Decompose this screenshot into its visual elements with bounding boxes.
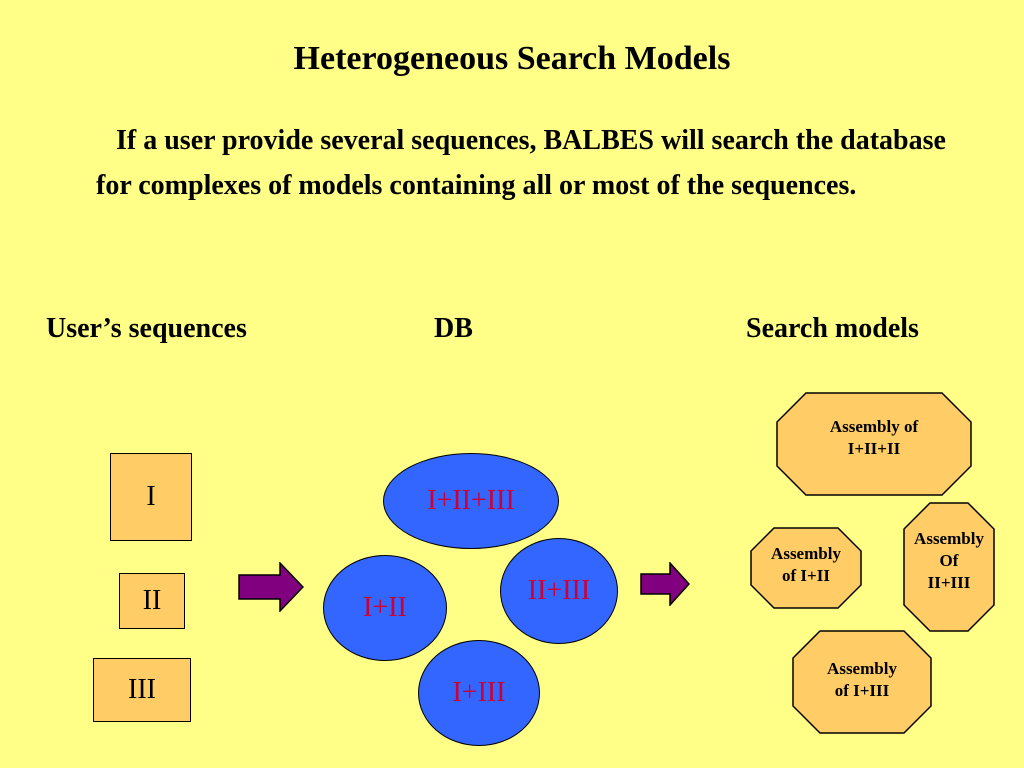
sequence-box-iii: III: [93, 658, 191, 722]
column-label-db: DB: [434, 313, 473, 344]
db-entry-i-ii-iii: I+II+III: [383, 453, 559, 549]
search-model-i-iii: Assembly of I+III: [792, 630, 932, 734]
search-model-ii-iii: Assembly Of II+III: [903, 502, 995, 632]
db-entry-ii-iii: II+III: [500, 538, 618, 644]
right-arrow-icon: [640, 561, 691, 607]
right-arrow-icon: [238, 561, 305, 613]
sequence-box-i: I: [110, 453, 192, 541]
search-model-label: Assembly of I+III: [827, 659, 897, 700]
intro-paragraph: If a user provide several sequences, BAL…: [96, 125, 946, 201]
column-label-user-sequences: User’s sequences: [46, 313, 247, 344]
sequence-box-ii: II: [119, 573, 185, 629]
search-model-i-ii: Assembly of I+II: [750, 527, 862, 609]
slide-title: Heterogeneous Search Models: [293, 40, 731, 77]
column-label-search-models: Search models: [746, 313, 919, 344]
search-model-label: Assembly of I+II+II: [829, 417, 919, 458]
search-model-label: Assembly Of II+III: [914, 529, 984, 592]
search-model-label: Assembly of I+II: [771, 544, 841, 585]
db-entry-i-iii: I+III: [418, 640, 540, 746]
search-model-i-ii-ii: Assembly of I+II+II: [776, 392, 972, 496]
db-entry-i-ii: I+II: [323, 555, 447, 661]
